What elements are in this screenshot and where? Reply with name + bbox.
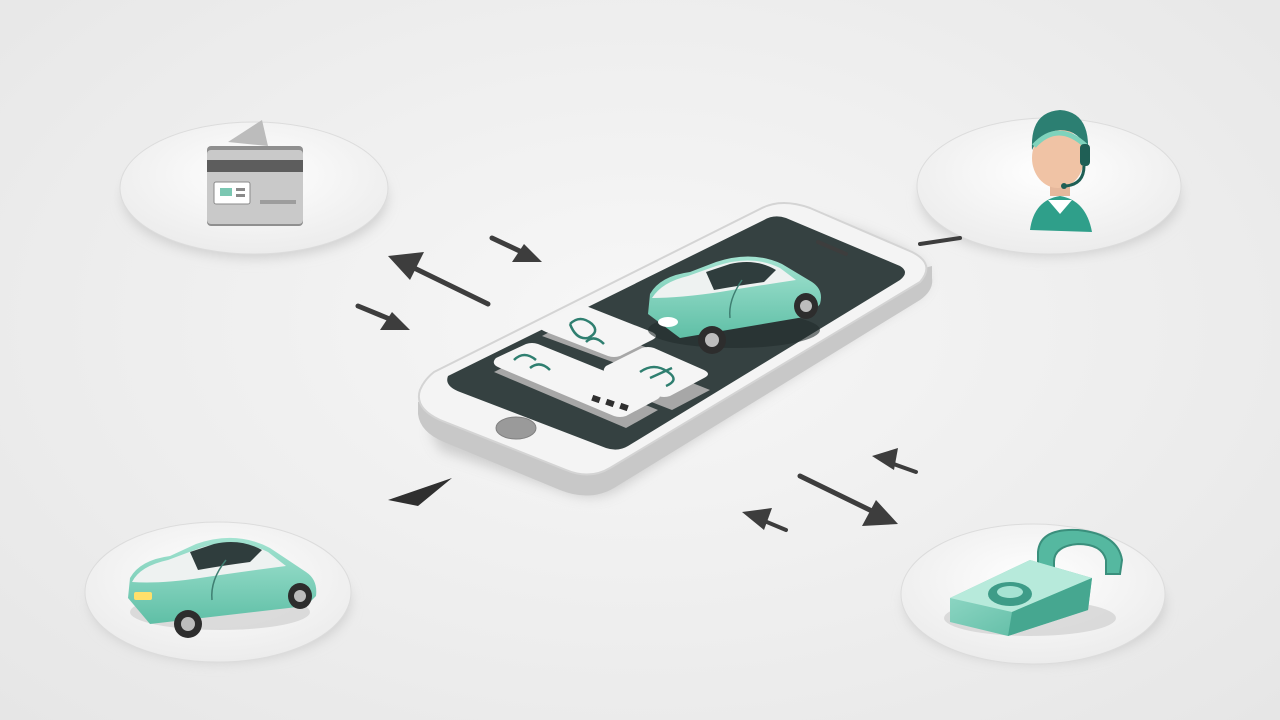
- arrow-icon: [489, 235, 542, 262]
- credit-card-icon: [207, 120, 303, 226]
- smartphone-icon: [418, 202, 933, 497]
- screen-button[interactable]: [539, 305, 656, 364]
- arrow-icon: [797, 473, 898, 526]
- car-icon: [128, 537, 317, 638]
- support-agent-icon: [1030, 110, 1092, 232]
- screen-button[interactable]: [600, 347, 710, 410]
- padlock-icon: [944, 528, 1124, 636]
- arrow-icon: [742, 508, 788, 532]
- arrow-icon: [388, 478, 452, 506]
- flow-arrows: [355, 235, 962, 532]
- home-button[interactable]: [495, 416, 537, 440]
- arrow-icon: [872, 448, 918, 474]
- arrow-icon: [918, 236, 962, 246]
- arrow-icon: [355, 303, 410, 330]
- arrow-icon: [388, 252, 491, 307]
- car-icon: [648, 256, 821, 354]
- screen-button[interactable]: [493, 343, 660, 428]
